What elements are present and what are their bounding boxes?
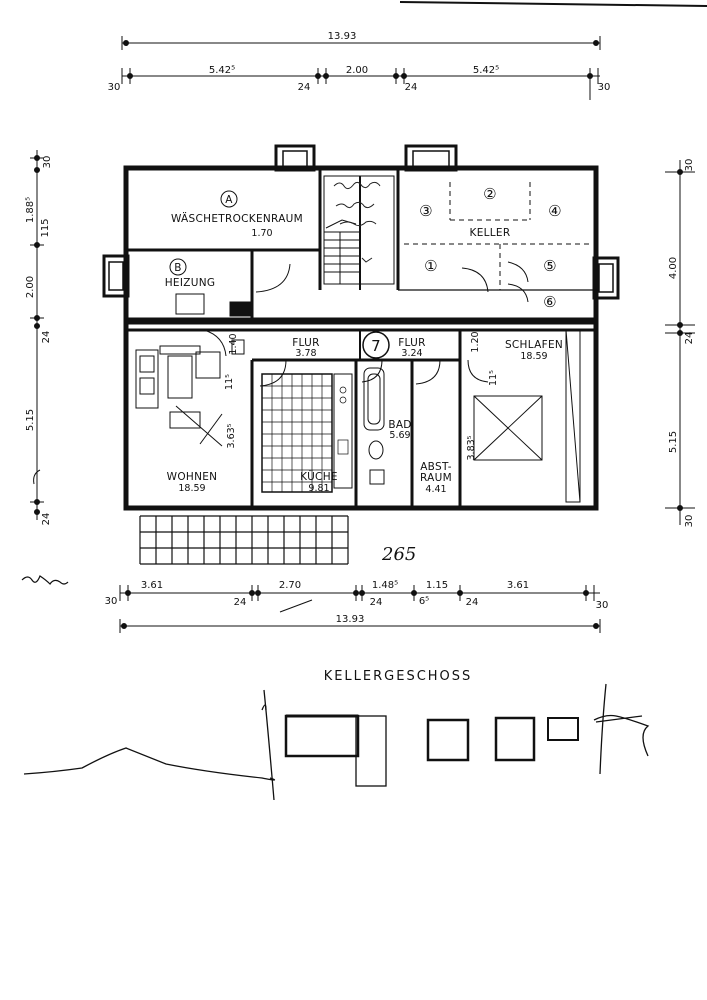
keller-number-4: ④ [548, 202, 562, 220]
dim-bottom-seg-5: 3.61 [507, 580, 529, 591]
bathroom-fixtures [363, 367, 385, 485]
handwritten-squiggle [21, 575, 69, 585]
dim-left-upper-b: 115 [40, 218, 51, 237]
dim-top-end-left: 30 [108, 82, 121, 93]
kitchen-tile-floor [261, 373, 353, 493]
dim-bottom-wall-b: 24 [370, 597, 383, 608]
dim-top-end-right: 30 [598, 82, 611, 93]
kueche-name: KÜCHE [300, 470, 338, 483]
furniture-wohnen [135, 339, 245, 447]
keller-number-3: ③ [419, 202, 433, 220]
dim-left-top-end: 30 [42, 156, 53, 169]
dim-right-wall: 24 [684, 332, 695, 345]
dim-right-lower: 5.15 [668, 431, 679, 453]
flur-marker-circle [362, 331, 390, 359]
door-swings [203, 261, 529, 387]
scan-border [399, 1, 707, 7]
dim-bottom-wall-c: 6⁵ [419, 596, 429, 607]
dim-bottom-seg-4: 1.15 [426, 580, 448, 591]
heating-boiler [175, 293, 251, 317]
keller-number-5: ⑤ [543, 257, 557, 275]
room-a-dim: 1.70 [251, 228, 272, 239]
keller-number-1: ① [424, 257, 438, 275]
terrace-grid [139, 515, 349, 565]
room-b-name: HEIZUNG [165, 277, 216, 289]
keller-name: KELLER [470, 227, 511, 239]
bottom-dimension-chain [119, 585, 601, 633]
keller-number-6: ⑥ [543, 293, 557, 311]
dim-right-upper: 4.00 [668, 257, 679, 279]
abstellraum-area: 4.41 [425, 484, 446, 495]
dim-right-bottom-end: 30 [684, 515, 695, 528]
dim-bottom-seg-1: 3.61 [141, 580, 163, 591]
schlafen-name: SCHLAFEN [505, 339, 563, 351]
handwritten-265: 265 [381, 544, 416, 565]
dim-bottom-end-right: 30 [596, 600, 609, 611]
flur2-area: 3.24 [401, 348, 422, 359]
flur2-name: FLUR [398, 337, 426, 349]
abstellraum-name-1: ABST- [420, 461, 452, 473]
left-dimension-chain [30, 150, 44, 520]
dim-bottom-total: 13.93 [336, 614, 365, 625]
wohnen-dim: 3.63⁵ [226, 423, 237, 448]
kueche-area: 9.81 [308, 483, 329, 494]
dim-top-wall-b: 24 [405, 82, 418, 93]
dim-bottom-wall-d: 24 [466, 597, 479, 608]
room-b-marker: B [174, 262, 182, 274]
wohnen-name: WOHNEN [167, 471, 218, 483]
dim-left-upper: 1.88⁵ [25, 197, 36, 223]
bad-area: 5.69 [389, 430, 410, 441]
dim-bottom-wall-a: 24 [234, 597, 247, 608]
dim-top-wall-a: 24 [298, 82, 311, 93]
schlafen-dim: 3.83⁵ [466, 435, 477, 460]
room-a-name: WÄSCHETROCKENRAUM [171, 212, 303, 225]
schlafen-area: 18.59 [520, 351, 547, 362]
dim-left-mid: 2.00 [25, 276, 36, 298]
flur1-area: 3.78 [295, 348, 316, 359]
dim-bottom-end-left: 30 [105, 596, 118, 607]
room-a-marker: A [225, 194, 233, 206]
dim-bottom-seg-2: 2.70 [279, 580, 301, 591]
keller-number-2: ② [483, 185, 497, 203]
door-label-2: 1.20 [470, 331, 481, 352]
door-label-3: 11⁵ [224, 374, 235, 390]
dim-top-total: 13.93 [328, 31, 357, 42]
wohnen-area: 18.59 [178, 483, 205, 494]
dim-left-lower: 5.15 [25, 409, 36, 431]
door-label-4: 11⁵ [488, 370, 499, 386]
flur1-name: FLUR [292, 337, 320, 349]
right-dimension-chain [665, 160, 695, 525]
dim-top-seg-mid: 2.00 [346, 65, 368, 76]
dim-bottom-seg-3: 1.48⁵ [372, 580, 398, 591]
door-label-1: 1.40 [228, 333, 239, 354]
staircase [323, 175, 395, 285]
flur-marker: 7 [371, 337, 381, 355]
dim-left-bottom-end: 24 [41, 513, 52, 526]
bad-name: BAD [388, 419, 411, 431]
pencil-mark [33, 469, 41, 485]
room-a-marker-circle [220, 190, 238, 208]
dim-left-wall: 24 [41, 331, 52, 344]
top-dimension-chain [121, 36, 601, 100]
abstellraum-name-2: RAUM [420, 472, 452, 484]
handwritten-note [333, 181, 381, 263]
floor-title: KELLERGESCHOSS [324, 669, 473, 684]
dim-top-seg-right: 5.42⁵ [473, 65, 499, 76]
site-sketch [23, 683, 650, 801]
dim-right-top-end: 30 [684, 159, 695, 172]
building-walls [102, 144, 620, 511]
dim-top-seg-left: 5.42⁵ [209, 65, 235, 76]
bedroom-furniture [473, 329, 581, 503]
room-b-marker-circle [169, 258, 187, 276]
